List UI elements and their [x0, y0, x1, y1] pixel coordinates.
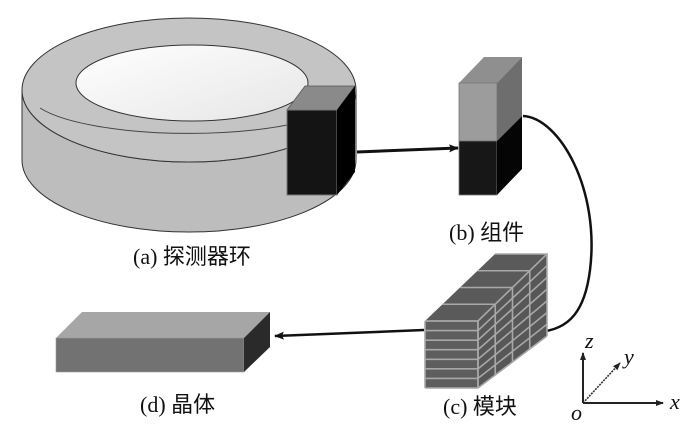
ring-label: (a) 探测器环: [133, 244, 251, 269]
module-front: [425, 321, 478, 388]
arrow-block-to-module: [522, 114, 593, 336]
y-axis-label: y: [622, 344, 634, 369]
x-axis-label: x: [669, 389, 680, 414]
origin-label: o: [571, 400, 582, 425]
arrow-module-to-crystal: [274, 328, 425, 340]
crystal-label: (d) 晶体: [140, 392, 215, 417]
block-label: (b) 组件: [449, 220, 524, 245]
ring-hole: [75, 44, 309, 122]
ring-block: [286, 85, 356, 196]
module-grid-lines: [424, 253, 548, 389]
detector-block: [458, 57, 522, 196]
detector-ring: [21, 17, 357, 233]
y-axis: [582, 362, 621, 404]
arrow-ring-to-block: [356, 144, 459, 154]
crystal: [55, 312, 270, 373]
z-axis-label: z: [584, 328, 594, 353]
module-label: (c) 模块: [443, 394, 517, 419]
coordinate-axes: z y x o: [571, 328, 680, 425]
detector-module: [424, 253, 548, 389]
